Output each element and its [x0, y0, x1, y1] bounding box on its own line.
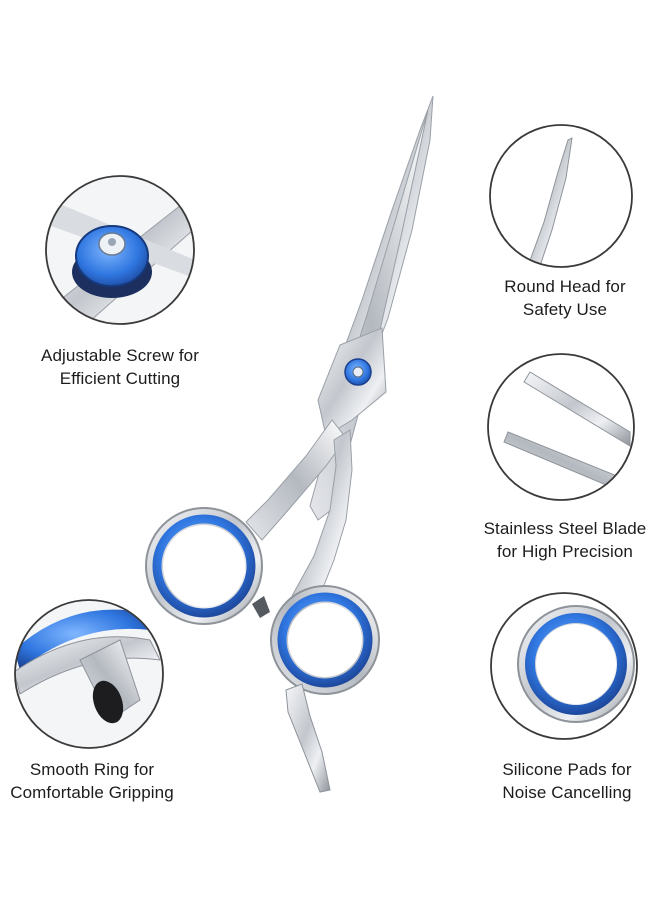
- caption-silicone-pads: Silicone Pads for Noise Cancelling: [474, 758, 660, 804]
- scissors-image: [145, 95, 434, 793]
- scissors-ring-rest: [252, 596, 270, 618]
- caption-line: Silicone Pads for: [502, 760, 632, 779]
- caption-round-head: Round Head for Safety Use: [470, 275, 660, 321]
- caption-stainless-blade: Stainless Steel Blade for High Precision: [470, 517, 660, 563]
- detail-circle-ring: [14, 599, 164, 749]
- detail-circle-pads: [490, 592, 638, 740]
- scissors-finger-tang: [285, 683, 331, 793]
- caption-line: Noise Cancelling: [502, 783, 632, 802]
- caption-line: Comfortable Gripping: [10, 783, 174, 802]
- silicone-pad-left: [152, 514, 256, 618]
- scissors-blade-upper: [339, 95, 434, 373]
- caption-line: Stainless Steel Blade: [483, 519, 647, 538]
- detail-circle-blade: [487, 353, 635, 501]
- caption-line: Smooth Ring for: [29, 760, 155, 779]
- caption-line: Adjustable Screw for: [41, 346, 199, 365]
- caption-adjustable-screw: Adjustable Screw for Efficient Cutting: [0, 344, 240, 390]
- caption-line: Round Head for: [504, 277, 626, 296]
- caption-line: for High Precision: [497, 542, 633, 561]
- detail-circle-screw: [45, 175, 195, 325]
- silicone-pad-right: [277, 592, 373, 688]
- detail-circle-round-head: [489, 124, 633, 268]
- caption-line: Efficient Cutting: [59, 369, 181, 388]
- caption-smooth-ring: Smooth Ring for Comfortable Gripping: [0, 758, 184, 804]
- caption-line: Safety Use: [522, 300, 608, 319]
